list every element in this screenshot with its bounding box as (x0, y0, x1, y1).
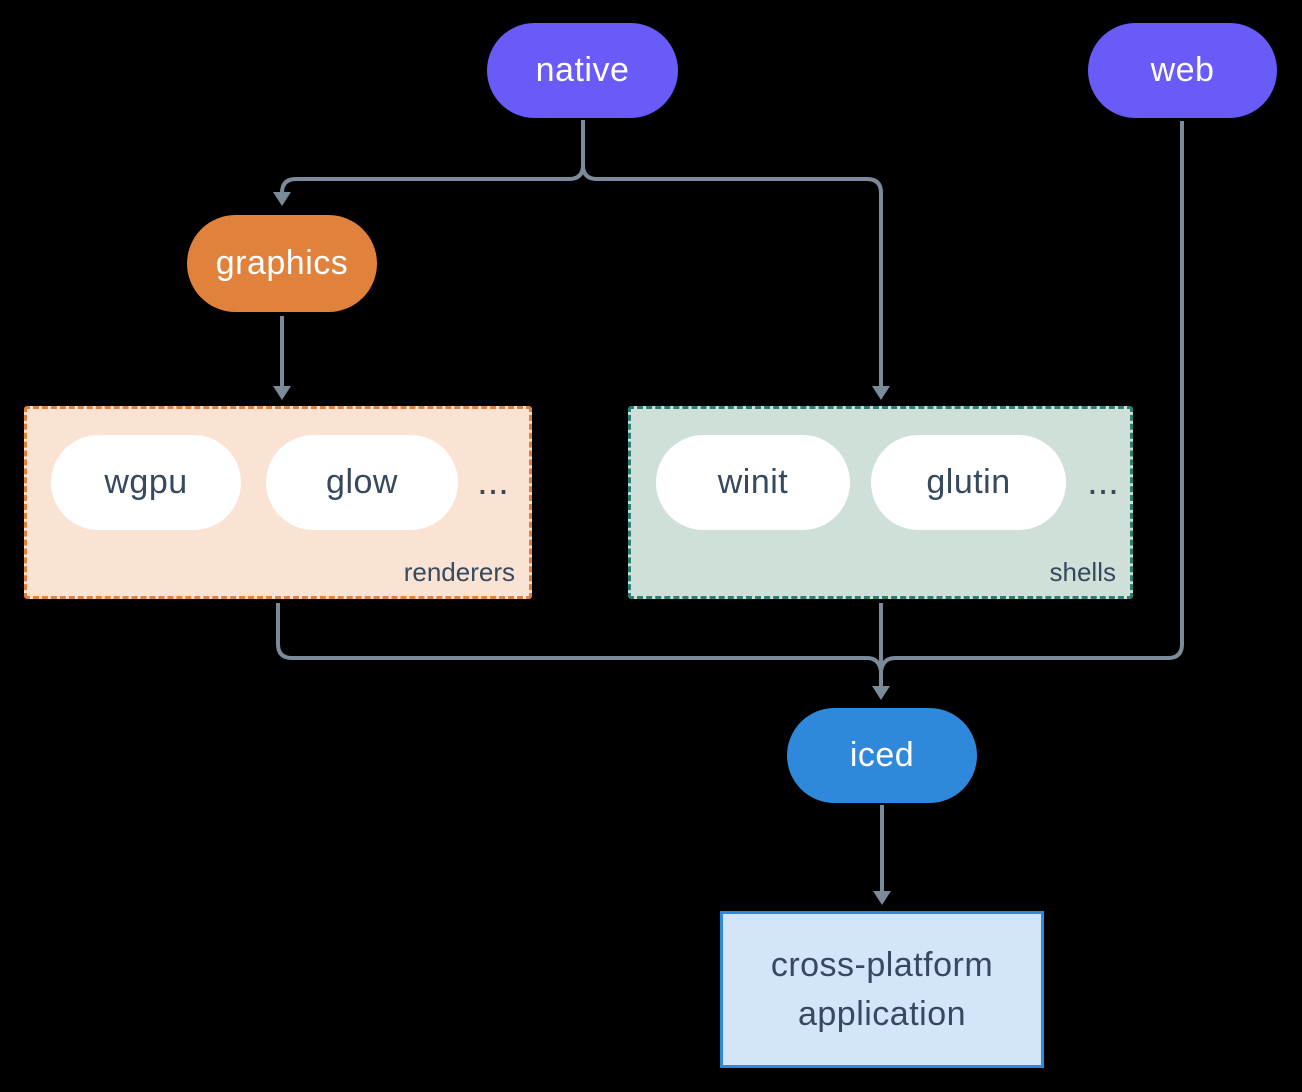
node-native-label: native (535, 51, 630, 89)
node-glow-label: glow (326, 463, 398, 501)
shells-group-label: shells (1049, 557, 1116, 587)
node-iced: iced (787, 708, 977, 803)
arrowhead-down-icon (873, 891, 891, 905)
node-web-label: web (1150, 51, 1215, 89)
node-cross-platform-application: cross-platform application (720, 911, 1044, 1068)
node-native: native (487, 23, 678, 118)
node-winit: winit (656, 435, 850, 530)
node-glutin: glutin (871, 435, 1066, 530)
connector-renderers-to-iced (276, 603, 883, 672)
node-iced-label: iced (849, 736, 915, 774)
connector-native-to-shells (581, 164, 883, 387)
arrowhead-down-icon (872, 686, 890, 700)
connector-web-to-iced (879, 121, 1184, 672)
node-glutin-label: glutin (926, 463, 1011, 501)
node-graphics: graphics (187, 215, 377, 312)
node-glow: glow (266, 435, 458, 530)
node-wgpu-label: wgpu (104, 463, 188, 501)
application-label-line1: cross-platform (770, 945, 994, 984)
group-renderers: wgpu glow ... renderers (24, 406, 532, 599)
group-shells: winit glutin ... shells (628, 406, 1133, 599)
connector-native-to-graphics (280, 120, 585, 194)
node-graphics-label: graphics (215, 244, 349, 282)
node-web: web (1088, 23, 1277, 118)
shells-ellipsis: ... (1087, 461, 1119, 503)
node-wgpu: wgpu (51, 435, 241, 530)
application-label-line2: application (797, 994, 967, 1033)
arrowhead-down-icon (273, 386, 291, 400)
renderers-group-label: renderers (403, 557, 515, 587)
arrowhead-down-icon (872, 386, 890, 400)
renderers-ellipsis: ... (477, 461, 509, 503)
arrowhead-down-icon (273, 192, 291, 206)
node-winit-label: winit (717, 463, 789, 501)
